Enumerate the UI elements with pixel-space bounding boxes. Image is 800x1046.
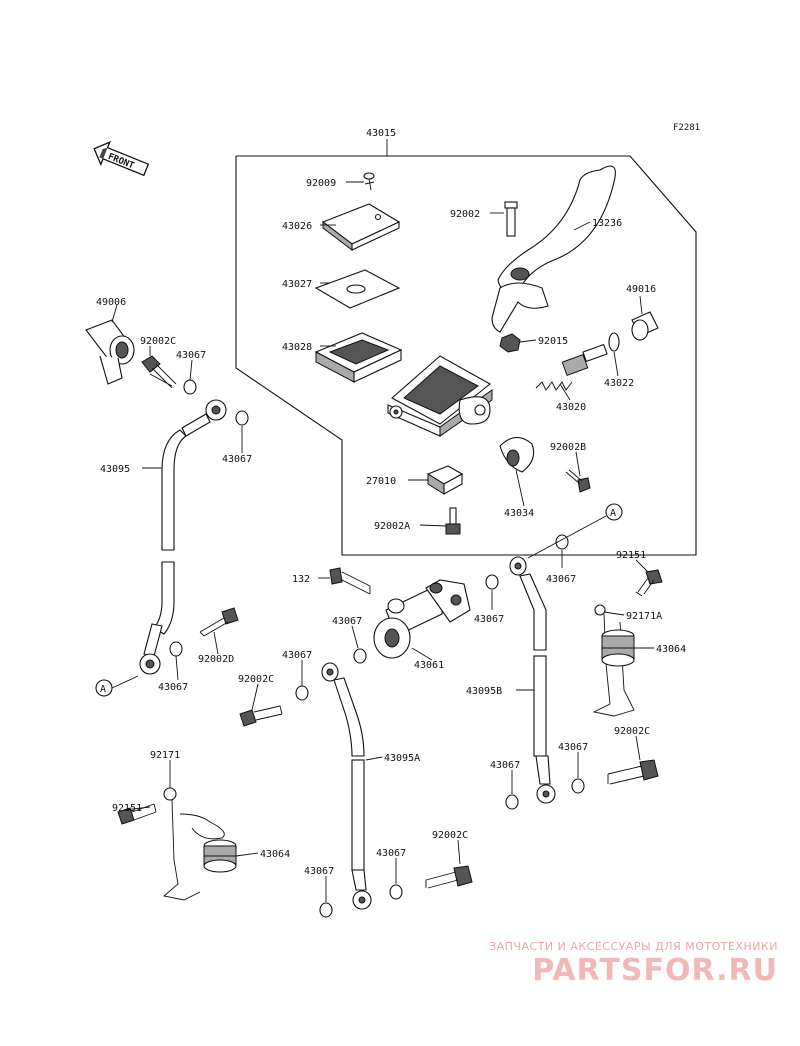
callout-92002c: 92002C (140, 336, 176, 347)
grommet-43064-a (601, 629, 635, 667)
callout-92151: 92151 (112, 803, 142, 814)
callout-43064: 43064 (656, 644, 686, 655)
callout-92009: 92009 (306, 178, 336, 189)
callout-43067: 43067 (474, 614, 504, 625)
callout-43067: 43067 (558, 742, 588, 753)
circlip (608, 332, 620, 352)
screw-92009 (363, 172, 375, 191)
master-cylinder-body (387, 355, 493, 437)
washer (183, 379, 197, 395)
callout-43064: 43064 (260, 849, 290, 860)
washer (353, 648, 367, 664)
callout-92002c: 92002C (432, 830, 468, 841)
callout-labels: 43015 92009 43026 43027 43028 92002 1323… (96, 128, 686, 877)
callout-43022: 43022 (604, 378, 634, 389)
master-cylinder-43061 (373, 579, 471, 659)
cap-49006 (85, 319, 135, 385)
bolt-132 (329, 567, 371, 595)
callout-43067: 43067 (158, 682, 188, 693)
callout-92002d: 92002D (198, 654, 234, 665)
callout-43067: 43067 (304, 866, 334, 877)
hose-clamp-92171a (592, 604, 635, 717)
callout-43026: 43026 (282, 221, 312, 232)
callout-43095: 43095 (100, 464, 130, 475)
washer (169, 641, 183, 657)
watermark-logo: PARTSFOR.RU (532, 953, 778, 988)
watermark: ЗАПЧАСТИ И АКСЕССУАРЫ ДЛЯ МОТОТЕХНИКИ PA… (489, 940, 778, 988)
callout-43067: 43067 (376, 848, 406, 859)
callout-43067: 43067 (176, 350, 206, 361)
piston-assembly (535, 343, 608, 391)
washer (485, 574, 499, 590)
washer (235, 410, 249, 426)
washer (389, 884, 403, 900)
callout-43067: 43067 (490, 760, 520, 771)
callout-49016: 49016 (626, 284, 656, 295)
callout-92171: 92171 (150, 750, 180, 761)
callout-92002c: 92002C (614, 726, 650, 737)
callout-92002b: 92002B (550, 442, 586, 453)
callout-27010: 27010 (366, 476, 396, 487)
pivot-bolt (504, 201, 518, 237)
washer (505, 794, 519, 810)
boot-49016 (631, 311, 659, 341)
bolt-92002c-b (239, 705, 283, 727)
grommet-43064-b (203, 839, 237, 873)
callout-43028: 43028 (282, 342, 312, 353)
callout-92171a: 92171A (626, 611, 662, 622)
bolt-92002c-c (607, 759, 659, 785)
callout-92002: 92002 (450, 209, 480, 220)
callout-43067: 43067 (222, 454, 252, 465)
callout-43067: 43067 (282, 650, 312, 661)
callout-43015: 43015 (366, 128, 396, 139)
washer (295, 685, 309, 701)
callout-43027: 43027 (282, 279, 312, 290)
bolt-92002d (199, 607, 239, 637)
bolt-92151-a (635, 569, 663, 597)
washer (571, 778, 585, 794)
callout-43095b: 43095B (466, 686, 502, 697)
callout-92002c: 92002C (238, 674, 274, 685)
assembly-frame (235, 155, 697, 556)
brake-hose-43095 (139, 399, 227, 675)
diaphragm (314, 332, 403, 383)
callout-92015: 92015 (538, 336, 568, 347)
screw-92002a (445, 507, 461, 535)
callout-92002a: 92002A (374, 521, 410, 532)
callout-43067: 43067 (332, 616, 362, 627)
callout-43067: 43067 (546, 574, 576, 585)
bolt-92002b (565, 469, 591, 493)
callout-132: 132 (292, 574, 310, 585)
front-arrow-icon: FRONT (93, 140, 150, 177)
callout-43034: 43034 (504, 508, 534, 519)
connector-ref-a: A (610, 508, 616, 519)
brake-hose-43095b (509, 556, 556, 804)
callout-49006: 49006 (96, 297, 126, 308)
bolt-92002c-a (141, 355, 177, 389)
figure-code: F2281 (673, 123, 700, 133)
callout-43095a: 43095A (384, 753, 420, 764)
nut-92015 (499, 333, 521, 353)
reservoir-cap (321, 203, 401, 245)
bolt-92002c-d (425, 865, 473, 889)
callout-43061: 43061 (414, 660, 444, 671)
leader-lines (111, 181, 654, 902)
callout-92151: 92151 (616, 550, 646, 561)
brake-switch (426, 465, 464, 495)
connector-ref-a: A (100, 684, 106, 695)
washer (319, 902, 333, 918)
callout-43020: 43020 (556, 402, 586, 413)
brake-hose-43095a (321, 662, 372, 910)
callout-13236: 13236 (592, 218, 622, 229)
watermark-tagline: ЗАПЧАСТИ И АКСЕССУАРЫ ДЛЯ МОТОТЕХНИКИ (489, 940, 778, 953)
